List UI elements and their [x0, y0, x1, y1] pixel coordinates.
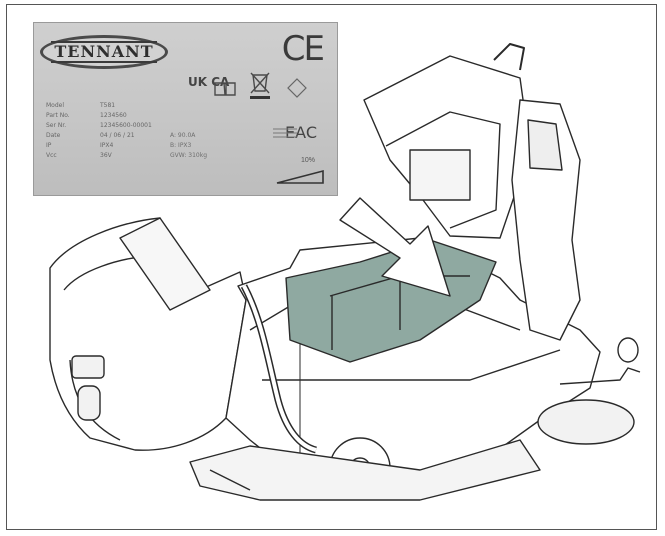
grade-label: 10% — [300, 157, 315, 164]
plate-fields: Model T581 Part No. 1234560 Ser Nr. 1234… — [46, 101, 207, 161]
side-brush — [537, 399, 635, 445]
ukca-text: UK CA — [188, 75, 230, 89]
diamond-icon — [287, 78, 307, 98]
book-icon — [214, 82, 236, 96]
scrub-deck — [189, 439, 541, 501]
ce-mark: CE — [281, 29, 325, 69]
plate-field-row: Part No. 1234560 — [46, 112, 127, 119]
direction-arrow — [339, 197, 451, 297]
logo-text: TENNANT — [51, 41, 157, 63]
plate-field-row: Ser Nr. 12345600-00001 — [46, 122, 152, 129]
rear-caster — [617, 337, 639, 363]
plate-field-row: Model T581 — [46, 102, 116, 109]
tennant-logo: TENNANT — [40, 35, 168, 69]
weee-bin-icon — [250, 72, 270, 99]
battery-compartment — [285, 239, 497, 363]
tank-lid — [119, 217, 211, 311]
slope-icon — [276, 169, 324, 184]
ukca-mark: UK CA — [188, 75, 230, 89]
plate-field-row: Vcc 36V GVW: 310kg — [46, 152, 207, 159]
serial-number-plate: TENNANT CE UK CA EAC Model T581 Part No.… — [33, 22, 338, 196]
raised-seat-deck — [363, 55, 531, 239]
plate-field-row: IP IPX4 B: IPX3 — [46, 142, 192, 149]
barcode-icon — [273, 128, 297, 138]
plate-field-row: Date 04 / 06 / 21 A: 90.0A — [46, 132, 196, 139]
